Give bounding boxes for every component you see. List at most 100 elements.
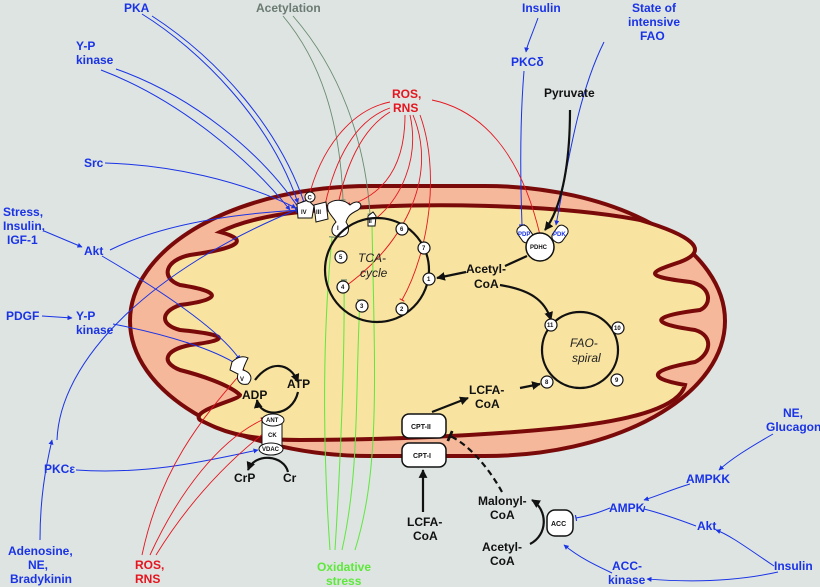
tca-step-4: 4 [336, 280, 350, 294]
label-pkc-epsilon: PKCε [44, 462, 75, 476]
inner-membrane [163, 203, 711, 443]
acetyl-to-tca-arrow [436, 270, 467, 281]
label-insulin-top: Insulin [522, 1, 561, 15]
label-ampkk: AMPKK [686, 472, 730, 486]
svg-text:6: 6 [400, 227, 404, 233]
svg-text:II: II [369, 219, 373, 225]
svg-text:VDAC: VDAC [262, 447, 280, 453]
label-stress-1: Stress, [3, 205, 43, 219]
ros-lines [141, 99, 543, 556]
tca-step-1: 1 [422, 272, 436, 286]
label-adenosine-1: Adenosine, [8, 544, 73, 558]
lcfa-coa-matrix-label-2: CoA [475, 397, 500, 411]
lcfa-coa-matrix-label: LCFA- [469, 383, 504, 397]
label-adenosine-3: Bradykinin [10, 572, 72, 586]
svg-text:ANT: ANT [266, 418, 279, 424]
pdk: PDK [551, 224, 569, 244]
complex-i: I [327, 199, 362, 238]
fao-to-acetyl-arrow [499, 283, 553, 321]
regulator-lines-blue [39, 13, 779, 582]
svg-text:PDHC: PDHC [530, 245, 548, 251]
label-ampk: AMPK [609, 501, 645, 515]
label-pkc-delta: PKCδ [511, 55, 544, 69]
label-oxidative-1: Oxidative [317, 560, 371, 574]
svg-text:7: 7 [422, 246, 426, 252]
cpt2 [401, 413, 447, 439]
label-yp-kinase-top-1: Y-P [76, 39, 95, 53]
label-acc-kinase-1: ACC- [612, 559, 642, 573]
label-malonyl-coa-2: CoA [490, 508, 515, 522]
fao-step-11: 11 [544, 318, 558, 332]
label-yp-kinase-left-1: Y-P [76, 309, 95, 323]
label-src: Src [84, 156, 104, 170]
acetyl-coa-matrix-label: Acetyl- [466, 262, 506, 276]
svg-text:cycle: cycle [360, 266, 388, 280]
complex-v: V [229, 356, 252, 385]
label-ne-glucagon-1: NE, [783, 406, 803, 420]
cytochrome-c: C [304, 191, 316, 203]
fao-spiral: FAO- spiral 11 10 9 8 [540, 310, 625, 390]
atp-adp-cycle: ATP ADP [242, 364, 310, 414]
label-ros-top-2: RNS [393, 101, 418, 115]
tca-step-3: 3 [355, 299, 369, 313]
svg-text:TCA-: TCA- [358, 251, 386, 265]
svg-text:ADP: ADP [242, 388, 267, 402]
ant-ck-vdac: ANT CK VDAC CrP Cr [234, 413, 297, 485]
label-ros-bottom-1: ROS, [135, 558, 164, 572]
label-ros-top-1: ROS, [392, 87, 421, 101]
label-insulin-right: Insulin [774, 559, 813, 573]
complex-iii: III [313, 201, 329, 223]
svg-text:V: V [240, 377, 244, 383]
acetyl-coa-matrix-label-2: CoA [474, 277, 499, 291]
pdhc-complex: PDP PDK PDHC [516, 109, 572, 262]
svg-text:3: 3 [360, 304, 364, 310]
acc-node [546, 509, 574, 537]
label-akt-left: Akt [84, 244, 103, 258]
label-pyruvate: Pyruvate [544, 86, 595, 100]
label-yp-kinase-top-2: kinase [76, 53, 114, 67]
respiratory-complexes: IV C III I II V [229, 191, 377, 385]
acetylation-lines [282, 15, 373, 215]
svg-text:CPT-II: CPT-II [411, 424, 431, 431]
label-akt-right: Akt [697, 519, 716, 533]
label-stress-2: Insulin, [3, 219, 45, 233]
label-state-fao-3: FAO [640, 29, 665, 43]
label-lcfa-coa-cyto-2: CoA [413, 529, 438, 543]
svg-text:PDK: PDK [553, 232, 566, 238]
svg-text:8: 8 [545, 380, 549, 386]
cpt2-to-lcfa-arrow [431, 396, 469, 414]
label-pdgf: PDGF [6, 309, 39, 323]
pdhc-to-acetyl-arrow [504, 254, 528, 268]
tca-step-2: 2 [395, 302, 409, 316]
fao-step-8: 8 [540, 375, 554, 389]
label-acetylation: Acetylation [256, 1, 321, 15]
svg-text:PDP: PDP [518, 232, 530, 238]
label-yp-kinase-left-2: kinase [76, 323, 114, 337]
crp-label: CrP [234, 471, 255, 485]
svg-text:2: 2 [400, 307, 404, 313]
acc-reaction: ACC [529, 499, 574, 545]
svg-text:ATP: ATP [287, 377, 310, 391]
mitochondrion [128, 184, 727, 458]
label-lcfa-coa-cyto-1: LCFA- [407, 515, 442, 529]
svg-text:9: 9 [615, 378, 619, 384]
svg-text:4: 4 [341, 285, 345, 291]
fao-step-9: 9 [610, 373, 624, 387]
cpt-transporters: CPT-II CPT-I [401, 413, 503, 512]
label-stress-3: IGF-1 [7, 233, 38, 247]
tca-cycle: TCA- cycle 6 7 1 2 3 4 5 [323, 216, 436, 324]
label-acetyl-coa-cyto-2: CoA [490, 554, 515, 568]
svg-text:CPT-I: CPT-I [413, 453, 431, 460]
tca-step-7: 7 [417, 241, 431, 255]
label-pka: PKA [124, 1, 150, 15]
label-acc-kinase-2: kinase [608, 573, 646, 587]
label-adenosine-2: NE, [28, 558, 48, 572]
label-malonyl-coa-1: Malonyl- [478, 494, 527, 508]
cpt1 [401, 442, 447, 468]
svg-text:10: 10 [614, 326, 621, 332]
svg-text:spiral: spiral [572, 351, 601, 365]
cr-label: Cr [283, 471, 297, 485]
pdhc-node [525, 232, 555, 262]
label-acetyl-coa-cyto-1: Acetyl- [482, 540, 522, 554]
tca-step-6: 6 [395, 222, 409, 236]
